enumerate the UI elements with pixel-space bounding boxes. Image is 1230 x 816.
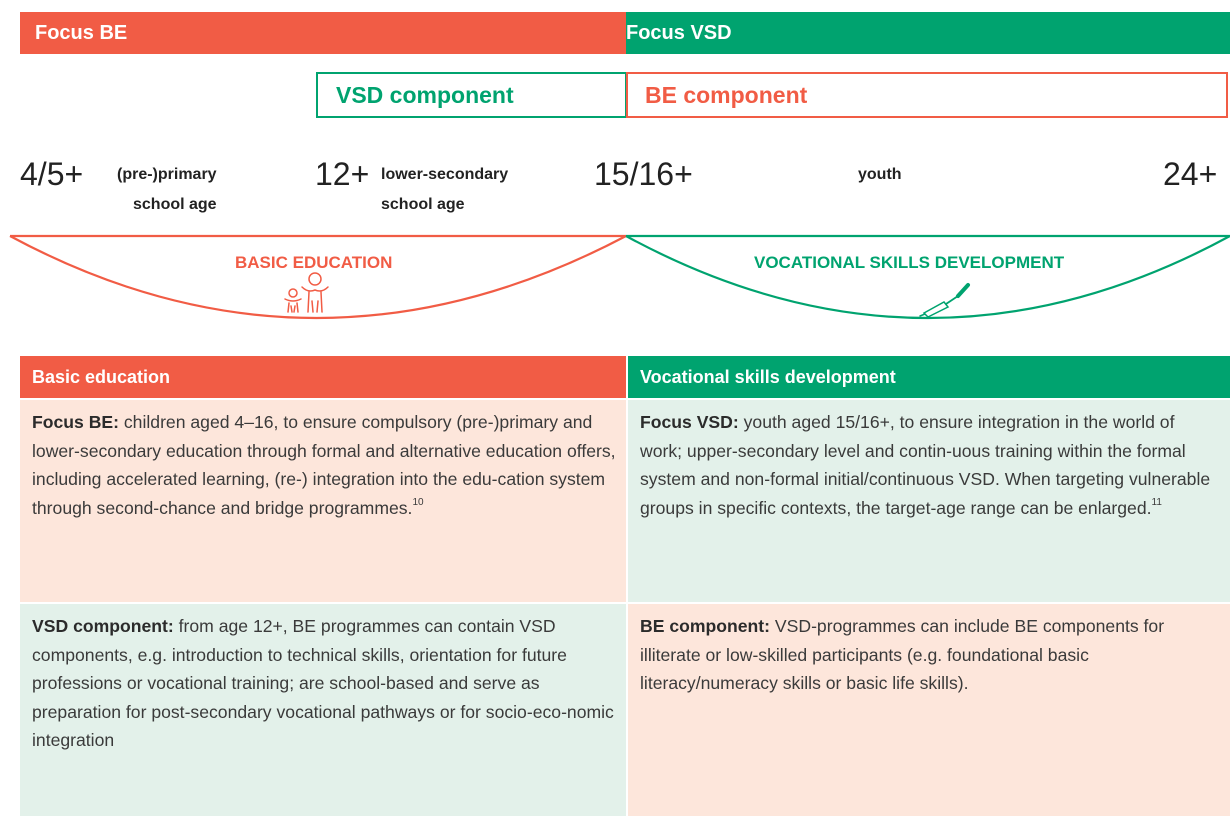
table-header-basic-education: Basic education — [20, 356, 626, 398]
cell-be-component-text: VSD-programmes can include BE components… — [640, 616, 1165, 693]
age-arcs — [9, 234, 1230, 320]
cell-vsd-component-text: from age 12+, BE programmes can contain … — [32, 616, 614, 750]
vsd-component-box: VSD component — [316, 72, 627, 118]
children-icon — [284, 272, 329, 313]
youth-label: youth — [858, 166, 902, 183]
cell-focus-vsd-label: Focus VSD: — [640, 412, 739, 432]
vsd-arc — [625, 235, 1230, 320]
age-label-secondary-1: lower-secondary — [381, 166, 509, 183]
table-header-vsd: Vocational skills development — [628, 356, 1230, 398]
cell-vsd-component: VSD component: from age 12+, BE programm… — [20, 604, 626, 816]
focus-vsd-bar: Focus VSD — [626, 12, 1230, 54]
age-label-secondary-2: school age — [381, 196, 465, 213]
footnote-10: 10 — [412, 496, 424, 508]
cell-focus-be-text: children aged 4–16, to ensure compulsory… — [32, 412, 616, 518]
age-15-16: 15/16+ — [594, 156, 693, 192]
age-12: 12+ — [315, 156, 370, 192]
age-4-5: 4/5+ — [20, 156, 84, 192]
screwdriver-icon — [919, 283, 970, 318]
cell-focus-be-label: Focus BE: — [32, 412, 119, 432]
cell-be-component: BE component: VSD-programmes can include… — [628, 604, 1230, 816]
age-24: 24+ — [1163, 156, 1218, 192]
basic-education-label: BASIC EDUCATION — [235, 253, 393, 272]
focus-be-bar: Focus BE — [20, 12, 626, 54]
cell-focus-vsd: Focus VSD: youth aged 15/16+, to ensure … — [628, 400, 1230, 602]
footnote-11: 11 — [1151, 496, 1162, 508]
cell-focus-vsd-text: youth aged 15/16+, to ensure integration… — [640, 412, 1211, 518]
cell-focus-be: Focus BE: children aged 4–16, to ensure … — [20, 400, 626, 602]
basic-education-arc — [9, 235, 627, 320]
cell-vsd-component-label: VSD component: — [32, 616, 174, 636]
age-label-primary-2: school age — [133, 196, 217, 213]
cell-be-component-label: BE component: — [640, 616, 770, 636]
vsd-label: VOCATIONAL SKILLS DEVELOPMENT — [754, 253, 1065, 272]
age-label-primary-1: (pre-)primary — [117, 166, 217, 183]
be-component-box: BE component — [626, 72, 1228, 118]
